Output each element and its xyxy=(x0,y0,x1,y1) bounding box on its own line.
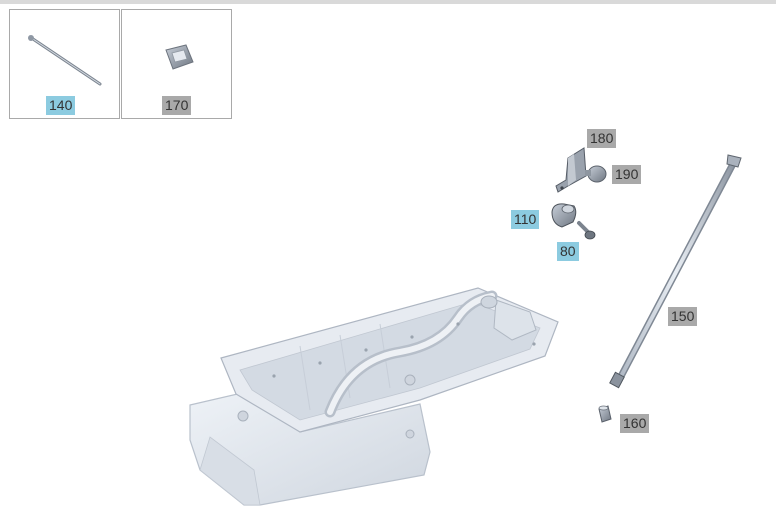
part-160-sleeve[interactable] xyxy=(598,405,612,423)
callout-150[interactable]: 150 xyxy=(668,307,698,326)
callout-110[interactable]: 110 xyxy=(511,210,540,229)
part-110-holder[interactable] xyxy=(551,203,577,228)
callout-170[interactable]: 170 xyxy=(162,96,192,115)
inset-part-170[interactable] xyxy=(165,44,194,70)
part-180-bracket[interactable] xyxy=(555,147,587,193)
part-80-bolt[interactable] xyxy=(577,221,596,240)
inset-part-140[interactable] xyxy=(28,35,102,86)
callout-180[interactable]: 180 xyxy=(587,129,617,148)
part-190-screw[interactable] xyxy=(585,165,607,183)
oil-pan[interactable] xyxy=(189,287,559,506)
callout-190[interactable]: 190 xyxy=(612,165,642,184)
part-150-dipstick-tube[interactable] xyxy=(609,154,742,389)
top-divider-bar xyxy=(0,0,776,4)
callout-80[interactable]: 80 xyxy=(557,242,579,261)
callout-140[interactable]: 140 xyxy=(46,96,76,115)
callout-160[interactable]: 160 xyxy=(620,414,650,433)
